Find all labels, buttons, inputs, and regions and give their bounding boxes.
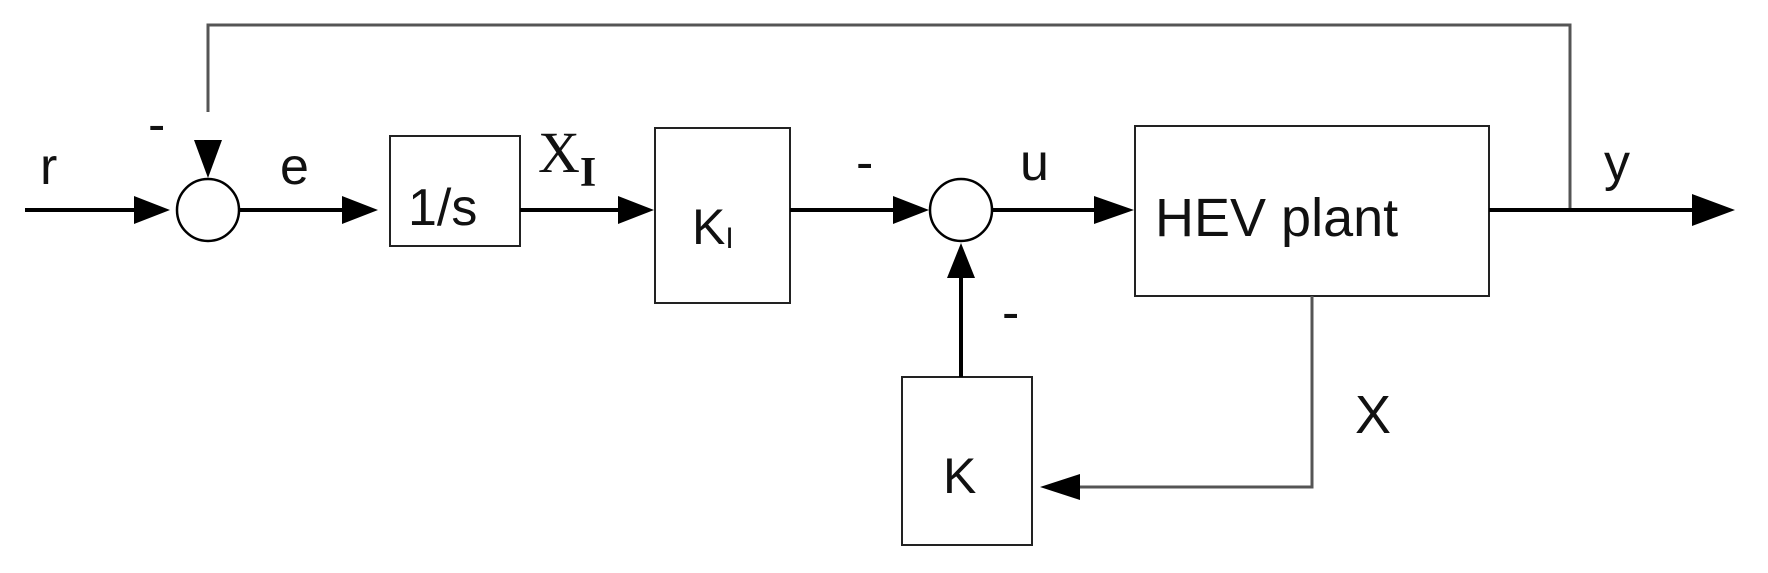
- state-feedback-arrowhead: [947, 243, 975, 278]
- integrator-label: 1/s: [408, 179, 477, 237]
- integral-gain-block: [654, 127, 791, 304]
- output-feedback-sign: -: [148, 96, 165, 154]
- output-label: y: [1604, 134, 1630, 192]
- reference-label: r: [40, 138, 57, 196]
- hev-plant-block: [1134, 125, 1490, 297]
- error-label: e: [280, 138, 309, 196]
- state-wire: [1075, 296, 1314, 489]
- integrator-state-subscript: I: [580, 150, 596, 196]
- integral-gain-subscript: I: [725, 222, 733, 255]
- integrator-block: [389, 135, 521, 247]
- integral-path-sign: -: [856, 134, 873, 192]
- control-arrowhead: [1094, 196, 1134, 224]
- integrator-output-arrowhead: [618, 196, 654, 224]
- output-feedback-wire: [206, 23, 1572, 210]
- summing-junction-error: [175, 177, 241, 243]
- integrator-state-symbol: X: [538, 120, 580, 185]
- integral-path-arrowhead: [893, 196, 929, 224]
- integral-gain-symbol: K: [692, 199, 725, 255]
- state-feedback-sign: -: [1002, 284, 1019, 342]
- reference-input-arrowhead: [134, 196, 170, 224]
- state-label: X: [1355, 385, 1391, 445]
- output-feedback-arrowhead: [194, 140, 222, 178]
- integrator-state-label: XI: [538, 120, 596, 196]
- control-label: u: [1020, 134, 1049, 192]
- output-arrowhead: [1692, 194, 1735, 226]
- state-arrowhead: [1040, 474, 1080, 500]
- hev-plant-label: HEV plant: [1155, 188, 1398, 248]
- summing-junction-control: [928, 177, 994, 243]
- error-arrowhead: [342, 196, 378, 224]
- state-gain-block: [901, 376, 1033, 546]
- state-gain-label: K: [943, 448, 976, 504]
- integral-gain-label: KI: [692, 199, 734, 255]
